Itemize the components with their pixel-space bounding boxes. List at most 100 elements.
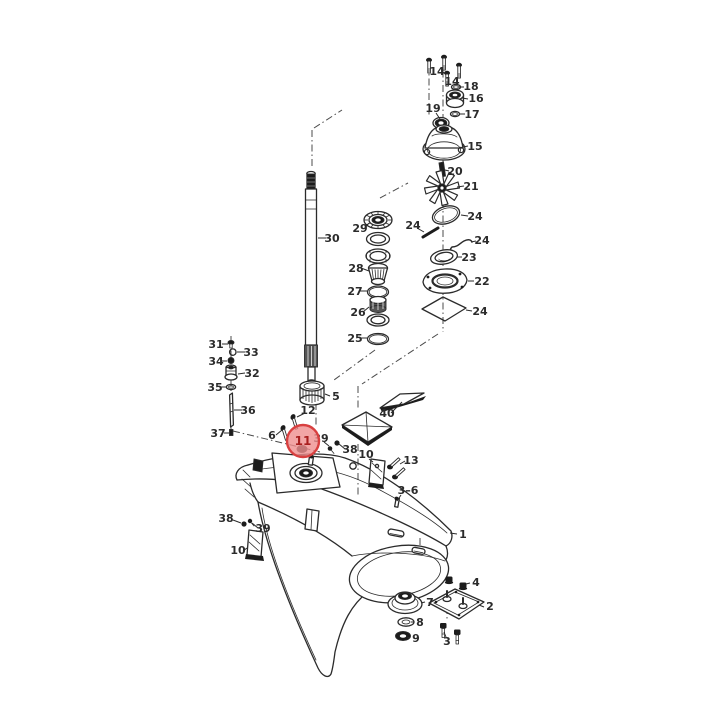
callout-14-a: 14 bbox=[429, 65, 445, 78]
callout-16: 16 bbox=[468, 92, 484, 105]
carrier-cap-7 bbox=[387, 591, 423, 615]
callout-13: 13 bbox=[403, 454, 418, 467]
callout-26: 26 bbox=[350, 306, 366, 319]
pump-base-22 bbox=[422, 268, 468, 294]
screw-39 bbox=[247, 518, 255, 527]
seal-ring-9 bbox=[395, 631, 411, 641]
grommet-34 bbox=[227, 357, 235, 364]
callout-24-d: 24 bbox=[472, 305, 488, 318]
speedo-fitting-stack bbox=[224, 340, 238, 436]
wedge-plates-40 bbox=[341, 392, 426, 446]
callout-24-c: 24 bbox=[474, 234, 490, 247]
callout-37: 37 bbox=[210, 427, 225, 440]
pump-base-platform bbox=[252, 452, 357, 494]
nut-38 bbox=[334, 440, 340, 446]
callout-20: 20 bbox=[447, 165, 463, 178]
bearing-26 bbox=[366, 295, 390, 327]
callout-38-a: 38 bbox=[342, 443, 357, 456]
callout-19: 19 bbox=[425, 102, 440, 115]
deck-hardware bbox=[241, 392, 426, 561]
bearing-29 bbox=[363, 210, 393, 247]
anode-plate-2 bbox=[428, 588, 485, 620]
impeller-21 bbox=[423, 169, 461, 207]
seal-cup-16 bbox=[445, 89, 465, 109]
callout-27: 27 bbox=[347, 285, 362, 298]
nut-38 bbox=[241, 521, 247, 527]
callout-11-highlighted: 11 bbox=[295, 434, 312, 448]
callout-35: 35 bbox=[207, 381, 222, 394]
callout-10-a: 10 bbox=[358, 448, 374, 461]
callout-12: 12 bbox=[300, 404, 315, 417]
strut-tab bbox=[304, 508, 320, 532]
callout-labels: 14 14 18 16 17 19 15 20 21 24 24 24 23 2… bbox=[207, 65, 493, 648]
axis-dashed-lines bbox=[230, 56, 448, 621]
gear-housing bbox=[235, 452, 453, 678]
callout-25: 25 bbox=[347, 332, 362, 345]
pin-37 bbox=[229, 429, 234, 436]
callout-40: 40 bbox=[379, 407, 395, 420]
fitting-32 bbox=[224, 364, 238, 381]
nuts-4 bbox=[444, 576, 468, 591]
driveshaft-bearing bbox=[299, 380, 325, 406]
callout-10-b: 10 bbox=[230, 544, 246, 557]
anode-bracket-10-right bbox=[368, 458, 386, 489]
callout-14-b: 14 bbox=[444, 75, 460, 88]
callout-18: 18 bbox=[463, 80, 478, 93]
callout-24-b: 24 bbox=[405, 219, 421, 232]
screws-3 bbox=[440, 623, 461, 645]
callout-3-6: 3–6 bbox=[398, 484, 419, 497]
callout-5: 5 bbox=[332, 390, 340, 403]
o-ring-35 bbox=[225, 383, 237, 391]
tube-36 bbox=[228, 392, 235, 428]
water-pump-assembly bbox=[421, 54, 473, 322]
leading-edge-hatch bbox=[241, 469, 255, 498]
seal-plate-23 bbox=[429, 249, 459, 265]
gasket-24-oval bbox=[431, 205, 461, 225]
callout-17: 17 bbox=[464, 108, 479, 121]
callout-29: 29 bbox=[352, 222, 367, 235]
washer-17 bbox=[449, 110, 461, 118]
callout-22: 22 bbox=[474, 275, 489, 288]
callout-33: 33 bbox=[243, 346, 258, 359]
screw-39 bbox=[327, 446, 335, 454]
pump-housing-15 bbox=[422, 124, 466, 161]
callout-2: 2 bbox=[486, 600, 494, 613]
highlight-circle[interactable] bbox=[285, 423, 321, 459]
bolt-13 bbox=[391, 467, 406, 480]
callout-9: 9 bbox=[412, 632, 420, 645]
callout-21: 21 bbox=[463, 180, 478, 193]
callout-36: 36 bbox=[240, 404, 256, 417]
o-ring-25 bbox=[366, 332, 390, 346]
callout-28: 28 bbox=[348, 262, 363, 275]
callout-32: 32 bbox=[244, 367, 259, 380]
callout-30: 30 bbox=[324, 232, 340, 245]
callout-38-b: 38 bbox=[218, 512, 233, 525]
callout-6: 6 bbox=[268, 429, 276, 442]
callout-15: 15 bbox=[467, 140, 482, 153]
callout-34: 34 bbox=[208, 355, 224, 368]
clip-33 bbox=[228, 348, 237, 356]
callout-7: 7 bbox=[426, 596, 434, 609]
bearing-stack bbox=[363, 210, 393, 346]
callout-24-a: 24 bbox=[467, 210, 483, 223]
bearing-28 bbox=[365, 248, 391, 286]
highlight-part-11[interactable]: 11 bbox=[285, 423, 321, 459]
callout-23: 23 bbox=[461, 251, 476, 264]
bolt-13 bbox=[386, 457, 401, 470]
callout-31: 31 bbox=[208, 338, 223, 351]
callout-8: 8 bbox=[416, 616, 424, 629]
anode-bracket-10-left bbox=[245, 529, 264, 561]
callout-4: 4 bbox=[472, 576, 480, 589]
callout-1: 1 bbox=[459, 528, 467, 541]
bearing-carrier-group bbox=[387, 576, 485, 645]
driveshaft bbox=[304, 170, 318, 384]
screw-31 bbox=[227, 340, 235, 349]
clip-24-wire bbox=[449, 239, 473, 252]
callout-3: 3 bbox=[443, 635, 451, 648]
gasket-24-diamond bbox=[421, 296, 467, 322]
pin-24 bbox=[421, 226, 440, 239]
leader-lines bbox=[221, 86, 485, 639]
callout-39-b: 39 bbox=[255, 522, 270, 535]
vent-screw-slots bbox=[387, 528, 426, 555]
